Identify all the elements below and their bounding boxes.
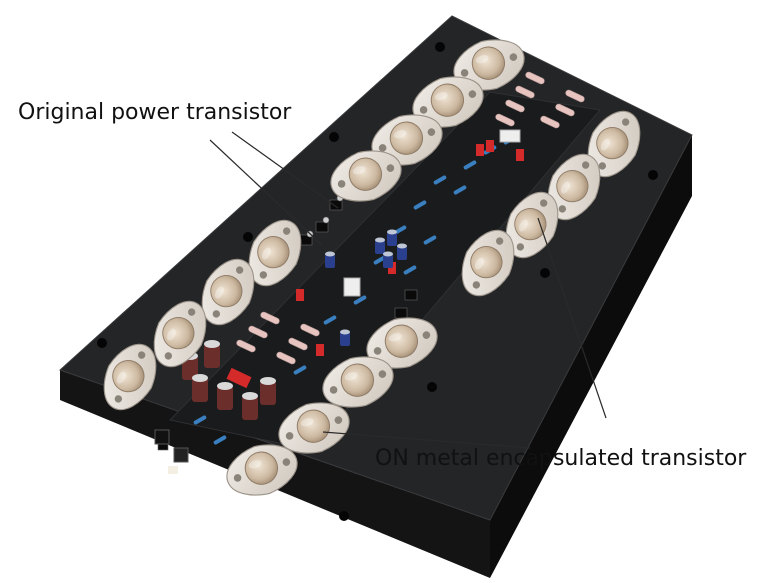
board-side-right — [490, 135, 692, 578]
pointer-on-1 — [322, 431, 531, 449]
annotation-on-metal-transistor: ON metal encapsulated transistor — [375, 446, 747, 471]
pointer-original-2 — [231, 131, 339, 209]
annotation-original-power-transistor: Original power transistor — [18, 100, 292, 125]
film-capacitors — [226, 140, 524, 389]
mounting-holes — [97, 42, 658, 521]
annotation-lines — [209, 131, 607, 449]
edge-connectors — [154, 429, 189, 474]
pointer-original-1 — [209, 139, 323, 246]
connector — [343, 277, 361, 297]
pointer-on-2 — [537, 217, 607, 419]
